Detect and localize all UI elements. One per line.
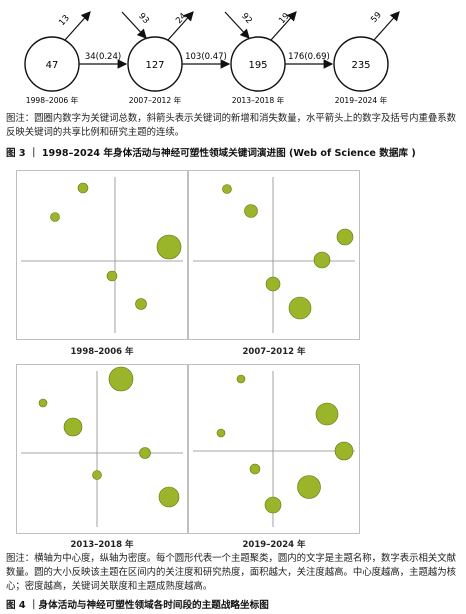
period-label-4: 2019–2024 年 [335,95,388,105]
new-count-4: 59 [369,10,384,25]
new-arrow-3 [270,11,297,41]
lost-arrow-2 [224,11,250,39]
new-arrow-4 [373,11,400,41]
panel-2-plot [193,177,355,333]
link-label-1: 34(0.24) [85,52,121,62]
node-value-3: 195 [248,60,267,71]
period-label-3: 2013–2018 年 [232,95,285,105]
panel-1-label: 1998–2006 年 [70,347,134,357]
period-label-1: 1998–2006 年 [26,95,79,105]
node-value-1: 47 [46,60,59,71]
figure4-note: 图注：横轴为中心度，纵轴为密度。每个圆形代表一个主题聚类，圆内的文字是主题名称，… [6,553,457,592]
new-count-2: 93 [136,11,151,26]
panel-4-label: 2019–2024 年 [242,540,306,550]
strategic-panel-2 [188,170,360,340]
panel-2-label: 2007–2012 年 [242,347,306,357]
new-count-3: 92 [239,11,254,26]
panel-2-bubble [265,276,281,292]
lost-count-1: 24 [174,11,189,26]
panel-4-bubble [334,441,354,461]
panel-4-bubble [236,374,246,384]
panel-1-bubble [135,298,147,310]
new-arrow-1 [64,11,91,41]
strategic-panel-1 [16,170,188,340]
panel-3-bubble [158,486,180,508]
panel-2-bubble [313,251,331,269]
new-arrow-2 [167,11,194,41]
panel-1-bubble [77,182,89,194]
panel-1-bubble [106,270,118,282]
panel-4-bubble [216,428,226,438]
panel-3-bubble [38,398,48,408]
panel-3-label: 2013–2018 年 [70,540,134,550]
panel-2-bubble [222,184,232,194]
period-label-2: 2007–2012 年 [129,95,182,105]
new-count-1: 13 [57,13,72,28]
strategic-panel-4 [188,364,360,534]
figure3-note: 图注：圆圈内数字为关键词总数，斜箭头表示关键词的新增和消失数量，水平箭头上的数字… [6,113,457,138]
node-value-4: 235 [351,60,370,71]
panel-4-bubble [297,475,321,499]
panel-3-bubble [108,366,134,392]
panel-2-bubble [288,296,312,320]
link-label-3: 176(0.69) [288,52,330,62]
panel-4-bubble [315,402,339,426]
panel-3-bubble [92,470,102,480]
lost-arrow-1 [121,11,147,39]
panel-3-plot [21,366,183,527]
figure3-title: 图 3 ｜ 1998–2024 年身体活动与神经可塑性领域关键词演进图 (Web… [6,148,416,159]
panel-1-plot [21,177,183,333]
node-circle-4 [333,36,389,92]
keyword-evolution-diagram: 47 127 195 235 34(0.24) 103(0.47) 176(0.… [24,10,400,105]
node-value-2: 127 [145,60,164,71]
strategic-panel-3 [16,364,188,534]
panel-2-bubble [244,204,258,218]
panel-2-bubble [336,228,354,246]
panel-4-plot [193,371,355,527]
panel-1-bubble [50,212,60,222]
figure4-title: 图 4 ｜身体活动与神经可塑性领域各时间段的主题战略坐标图 [6,600,269,611]
panel-4-bubble [249,463,261,475]
panel-1-bubble [156,234,182,260]
panel-3-bubble [139,447,151,459]
panel-3-bubble [63,417,83,437]
lost-count-2: 19 [277,11,292,26]
panel-4-bubble [264,496,282,514]
link-label-2: 103(0.47) [185,52,227,62]
